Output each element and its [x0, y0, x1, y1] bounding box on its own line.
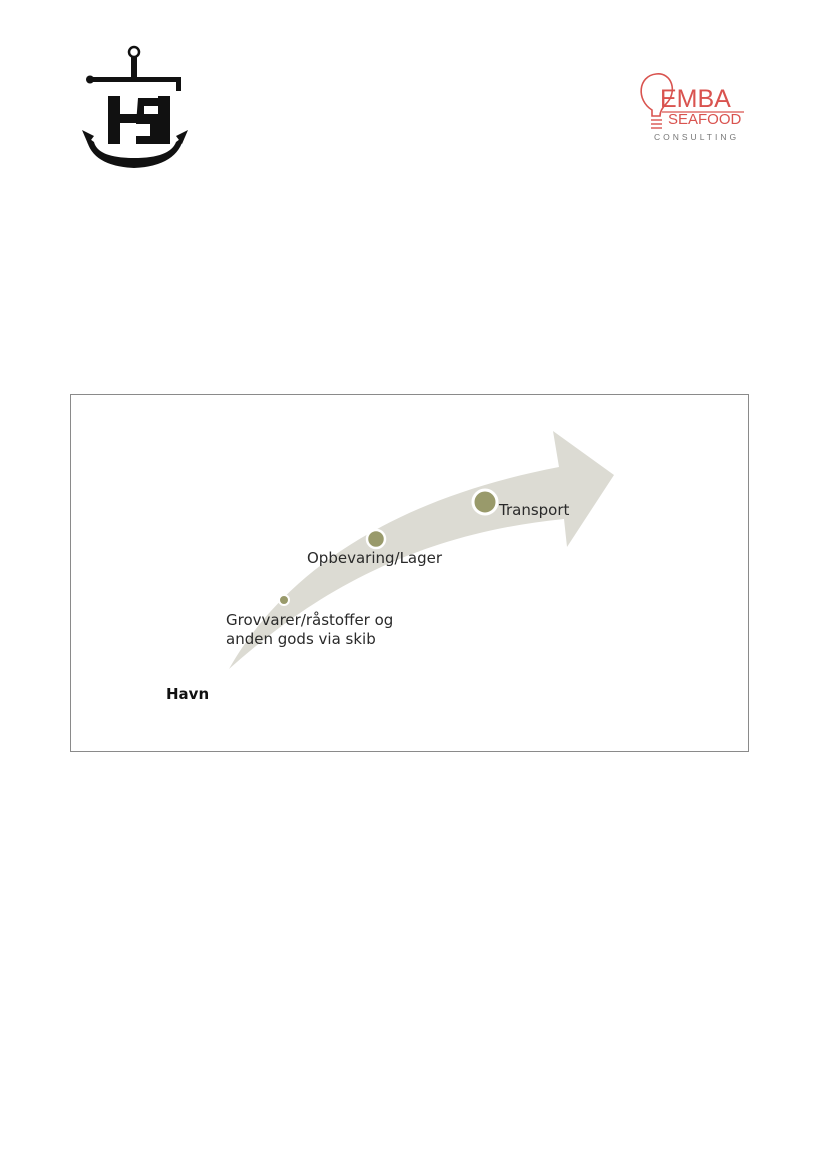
process-diagram: Transport Opbevaring/Lager Grovvarer/rås…	[70, 394, 749, 752]
step-label-transport: Transport	[499, 501, 570, 519]
step-dot-1	[278, 594, 290, 606]
rising-arrow-shape	[229, 431, 614, 669]
logo-line-consulting: CONSULTING	[654, 132, 740, 142]
step-dot-2	[365, 528, 387, 550]
anchor-logo-graphic	[82, 45, 188, 168]
logo-line-emba: EMBA	[660, 85, 731, 113]
step-dot-3	[471, 488, 499, 516]
step-label-storage: Opbevaring/Lager	[307, 549, 443, 567]
anchor-hs-logo-icon	[80, 44, 190, 172]
process-arrow-graphic	[229, 431, 614, 669]
base-label-havn: Havn	[166, 685, 210, 703]
emba-seafood-logo: EMBA SEAFOOD CONSULTING	[634, 70, 754, 146]
lightbulb-icon	[640, 73, 744, 129]
logo-line-seafood: SEAFOOD	[668, 111, 742, 128]
step-label-raw-materials: Grovvarer/råstoffer og anden gods via sk…	[226, 611, 394, 648]
